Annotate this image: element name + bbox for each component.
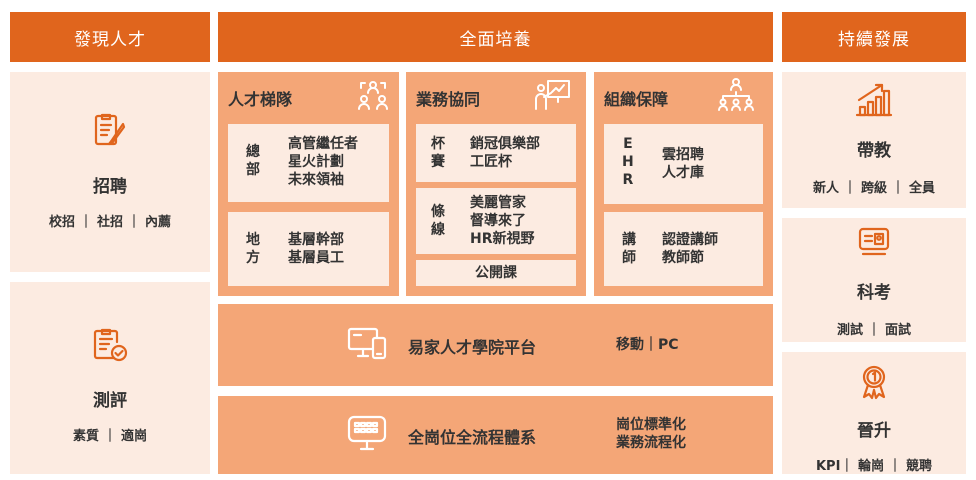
label-char: 講 — [622, 232, 636, 248]
talent-hq-items: 高管繼任者 星火計劃 未來領袖 — [288, 135, 358, 189]
list-item: 督導來了 — [470, 213, 526, 229]
list-item: 基層幹部 — [288, 232, 344, 248]
open-course-card: 公開課 — [416, 260, 576, 286]
label-char: H — [622, 154, 634, 170]
platform-title: 易家人才學院平台 — [408, 338, 537, 357]
header-comprehensive-training: 全面培養 — [218, 12, 773, 62]
org-ehr-items: 雲招聘 人才庫 — [662, 146, 704, 182]
assessment-subtitle: 素質 ｜ 適崗 — [72, 429, 148, 444]
list-item: 人才庫 — [662, 165, 704, 181]
org-lecturer-items: 認證講師 教師節 — [662, 231, 718, 267]
process-system-details: 崗位標準化 業務流程化 — [616, 416, 686, 452]
open-course-label: 公開課 — [475, 265, 517, 281]
org-lecturer-label: 講 師 — [622, 231, 636, 267]
list-item: 基層員工 — [288, 250, 344, 266]
label-char: 部 — [246, 162, 260, 178]
list-item: 業務流程化 — [616, 435, 686, 451]
label-char: 線 — [431, 222, 445, 238]
talent-hq-label: 總 部 — [246, 143, 260, 179]
business-contest-card: 杯 賽 銷冠俱樂部 工匠杯 — [416, 124, 576, 182]
list-item: 未來領袖 — [288, 172, 344, 188]
label-char: 杯 — [431, 136, 445, 152]
exam-panel: 科考 測試 ｜ 面試 — [782, 218, 966, 342]
mentoring-subtitle: 新人 ｜ 跨級 ｜ 全員 — [812, 181, 936, 196]
talent-local-label: 地 方 — [246, 231, 260, 267]
talent-pipeline-column: 人才梯隊 總 部 高管繼任者 星火計劃 未來領袖 地 方 基層幹部 基層員 — [218, 72, 399, 296]
presenter-board-icon — [532, 78, 572, 116]
header-left-label: 發現人才 — [74, 29, 146, 50]
list-item: 工匠杯 — [470, 154, 512, 170]
assessment-clipboard-icon — [92, 326, 128, 368]
team-hierarchy-icon — [356, 78, 390, 116]
exam-subtitle: 測試 ｜ 面試 — [836, 323, 912, 338]
business-collab-title: 業務協同 — [416, 90, 481, 109]
business-line-items: 美麗管家 督導來了 HR新視野 — [470, 194, 535, 248]
recruit-subtitle: 校招 ｜ 社招 ｜ 內薦 — [48, 215, 172, 230]
header-sustained-development: 持續發展 — [782, 12, 966, 62]
list-item: 高管繼任者 — [288, 136, 358, 152]
assessment-panel: 測評 素質 ｜ 適崗 — [10, 282, 210, 474]
business-line-card: 條 線 美麗管家 督導來了 HR新視野 — [416, 188, 576, 254]
business-contest-label: 杯 賽 — [431, 135, 445, 171]
list-item: 教師節 — [662, 250, 704, 266]
platform-band: 易家人才學院平台 移動｜PC — [218, 304, 773, 386]
mentoring-panel: 帶教 新人 ｜ 跨級 ｜ 全員 — [782, 72, 966, 208]
org-ehr-card: E H R 雲招聘 人才庫 — [604, 124, 763, 204]
process-system-title: 全崗位全流程體系 — [408, 428, 537, 447]
label-char: E — [623, 136, 633, 152]
promotion-panel: 晉升 KPI｜ 輪崗 ｜ 競聘 — [782, 352, 966, 474]
list-item: 星火計劃 — [288, 154, 344, 170]
growth-chart-icon — [854, 82, 894, 122]
recruit-panel: 招聘 校招 ｜ 社招 ｜ 內薦 — [10, 72, 210, 272]
process-system-band: 全崗位全流程體系 崗位標準化 業務流程化 — [218, 396, 773, 474]
org-support-column: 組織保障 E H R 雲招聘 人才庫 講 師 認證講師 — [594, 72, 773, 296]
list-item: 崗位標準化 — [616, 417, 686, 433]
promotion-medal-icon — [857, 364, 891, 404]
label-char: 方 — [246, 250, 260, 266]
org-lecturer-card: 講 師 認證講師 教師節 — [604, 212, 763, 286]
talent-hq-card: 總 部 高管繼任者 星火計劃 未來領袖 — [228, 124, 389, 202]
label-char: R — [622, 172, 634, 188]
keyboard-monitor-icon — [346, 414, 388, 456]
promotion-subtitle: KPI｜ 輪崗 ｜ 競聘 — [815, 459, 933, 474]
exam-screen-icon — [857, 226, 891, 262]
list-item: 美麗管家 — [470, 195, 526, 211]
talent-pipeline-title: 人才梯隊 — [228, 90, 293, 109]
assessment-title: 測評 — [93, 391, 127, 411]
org-support-title: 組織保障 — [604, 90, 669, 109]
list-item: 銷冠俱樂部 — [470, 136, 540, 152]
platform-channels: 移動｜PC — [616, 337, 679, 353]
org-ehr-label: E H R — [622, 135, 634, 189]
label-char: 條 — [431, 204, 445, 220]
promotion-title: 晉升 — [857, 421, 891, 441]
exam-title: 科考 — [857, 283, 891, 303]
list-item: HR新視野 — [470, 231, 535, 247]
label-char: 地 — [246, 232, 260, 248]
business-line-label: 條 線 — [431, 203, 445, 239]
header-right-label: 持續發展 — [838, 29, 910, 50]
list-item: 雲招聘 — [662, 147, 704, 163]
business-collab-column: 業務協同 杯 賽 銷冠俱樂部 工匠杯 條 線 美麗管家 督導來了 HR新視野 — [406, 72, 586, 296]
label-char: 師 — [622, 250, 636, 266]
talent-local-card: 地 方 基層幹部 基層員工 — [228, 212, 389, 286]
recruit-form-icon — [93, 112, 127, 154]
mentoring-title: 帶教 — [857, 141, 891, 161]
label-char: 賽 — [431, 154, 445, 170]
talent-local-items: 基層幹部 基層員工 — [288, 231, 344, 267]
business-contest-items: 銷冠俱樂部 工匠杯 — [470, 135, 540, 171]
org-structure-icon — [714, 76, 758, 116]
header-discover-talent: 發現人才 — [10, 12, 210, 62]
header-center-label: 全面培養 — [459, 29, 532, 50]
recruit-title: 招聘 — [93, 177, 127, 197]
label-char: 總 — [246, 144, 260, 160]
list-item: 認證講師 — [662, 232, 718, 248]
devices-icon — [346, 326, 388, 366]
